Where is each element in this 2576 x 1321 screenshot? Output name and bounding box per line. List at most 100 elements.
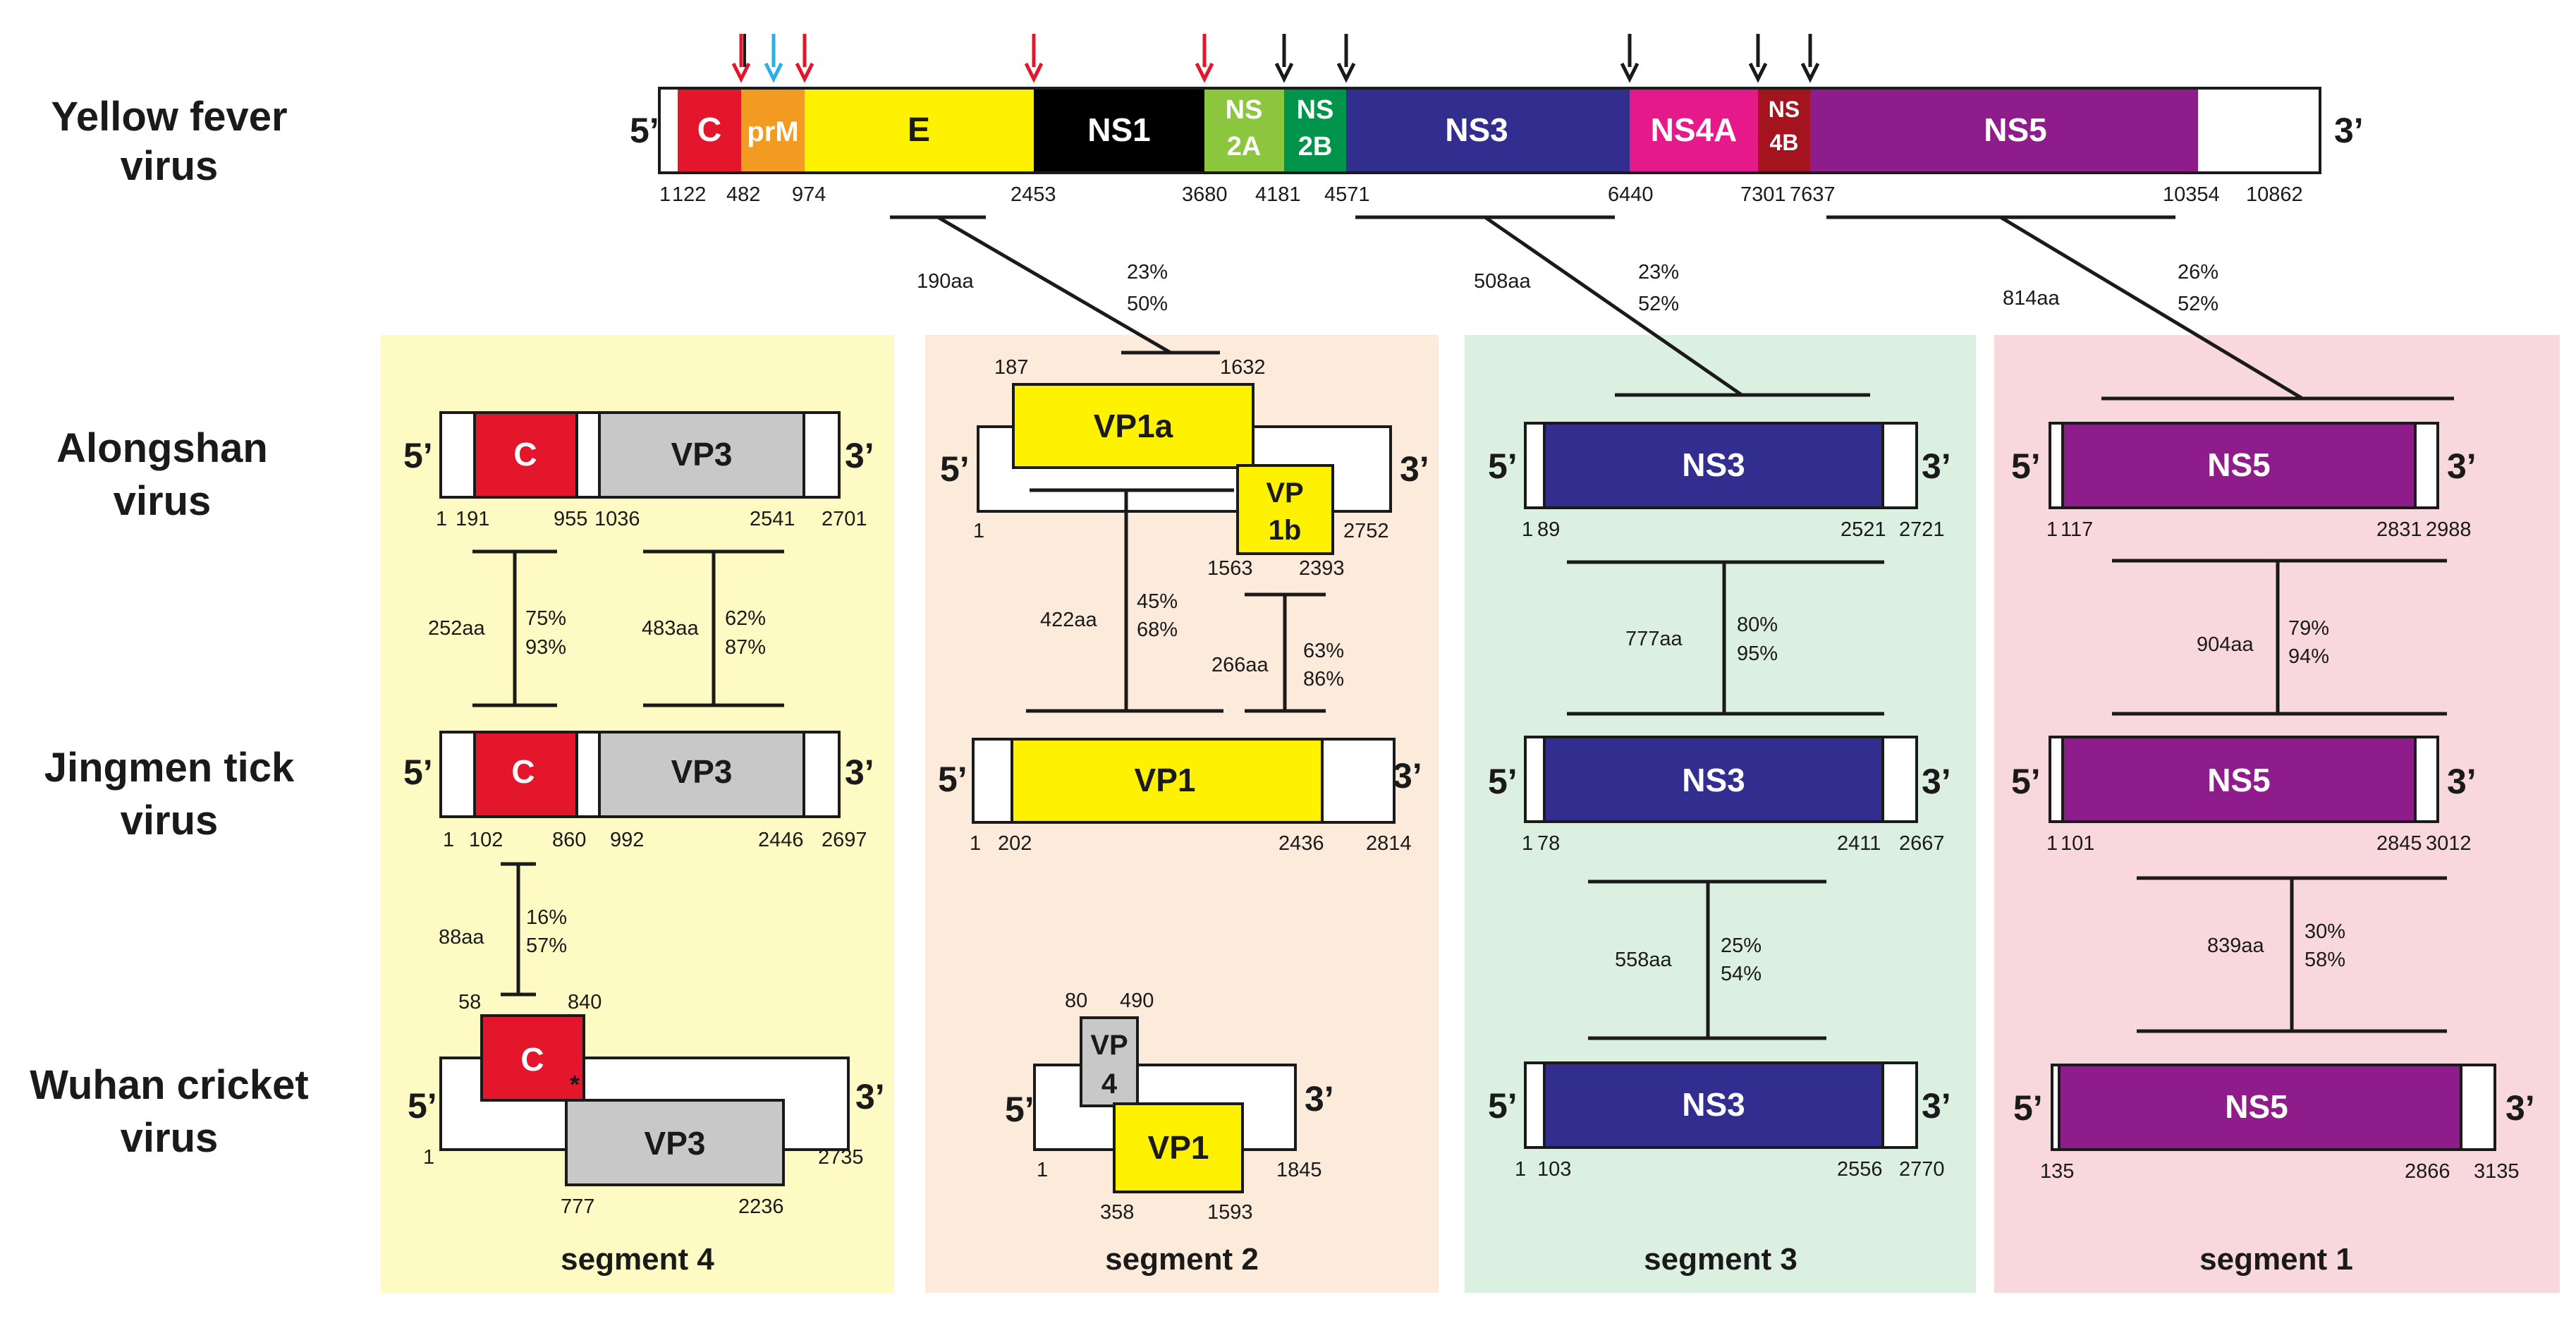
yfv-label-ns2a-l2: 2A — [1227, 132, 1262, 162]
gene-vp1a — [1012, 383, 1255, 469]
pos: 2697 — [822, 829, 867, 851]
comparison-similarity: 68% — [1137, 619, 1178, 641]
pos: 2556 — [1837, 1158, 1883, 1181]
gene-label-ns5: NS5 — [2207, 762, 2270, 798]
yfv-genome: C prM E NS1 NS 2A NS 2B NS3 NS4A NS 4B N… — [630, 34, 2364, 206]
three-prime: 3’ — [1393, 756, 1422, 796]
comparison-similarity: 57% — [526, 935, 567, 957]
pos: 860 — [552, 829, 586, 851]
pos: 2393 — [1299, 557, 1345, 580]
alongshan-seg4: C VP3 5’ 3’ 1 191 955 1036 2541 2701 — [403, 411, 874, 530]
pos: 2770 — [1899, 1158, 1945, 1181]
comparison-aa: 558aa — [1615, 949, 1673, 971]
yfv-label-e: E — [908, 111, 930, 149]
jingmen-seg1: NS5 5’ 3’ 1 101 2845 3012 — [2011, 736, 2477, 855]
yfv-label-ns4b-l2: 4B — [1770, 130, 1799, 155]
yfv-gene-ns1 — [1034, 88, 1204, 173]
gene-label-ns3: NS3 — [1682, 762, 1745, 798]
yfv-label-ns4b-l1: NS — [1769, 97, 1800, 122]
pos: 1632 — [1220, 356, 1266, 379]
pos: 1593 — [1207, 1201, 1253, 1224]
yfv-pos: 3680 — [1182, 183, 1228, 206]
pos: 2667 — [1899, 832, 1945, 855]
gene-vp1 — [1011, 738, 1324, 824]
yfv-label-ns4a: NS4A — [1651, 111, 1738, 148]
gene-vp1b — [1236, 464, 1334, 555]
yfv-pos: 1 — [659, 183, 671, 206]
yfv-gene-ns3 — [1346, 88, 1630, 173]
pos: 2866 — [2405, 1160, 2450, 1183]
gene-label-ns3: NS3 — [1682, 1086, 1745, 1123]
pos: 2831 — [2376, 518, 2422, 541]
gene-ns5 — [2061, 422, 2417, 509]
yfv-label-ns2a-l1: NS — [1226, 95, 1263, 125]
star-marker: * — [570, 1070, 580, 1099]
pos: 2446 — [758, 829, 804, 851]
yfv-label-c: C — [697, 111, 722, 149]
yfv-label-ns2b-l2: 2B — [1298, 132, 1333, 162]
comparison-similarity: 86% — [1303, 668, 1344, 690]
pos: 1845 — [1276, 1159, 1322, 1181]
pos: 2735 — [818, 1146, 864, 1169]
comparison-identity: 16% — [526, 906, 567, 929]
virus-name-jingmen-line2: virus — [121, 798, 219, 844]
gene-label-vp1: VP1 — [1148, 1129, 1209, 1166]
wuhan-seg2: VP 4 VP1 5’ 3’ 80 490 1 1845 358 1593 — [1005, 990, 1334, 1224]
yfv-gene-ns5 — [1810, 88, 2198, 173]
yfv-pos: 482 — [726, 183, 760, 206]
yfv-comparison-connectors: 190aa 23% 50% 508aa 23% 52% 814aa 26% 52… — [890, 215, 2454, 401]
segment-3-column: NS3 5’ 3’ 1 89 2521 2721 777aa 80% 95% N… — [1488, 422, 1951, 1277]
connector-seg4-a: 252aa 75% 93% 483aa 62% 87% — [428, 549, 784, 707]
arrow-down-icon — [731, 34, 751, 83]
virus-name-wuhan-line2: virus — [121, 1115, 219, 1161]
comparison-identity: 23% — [1638, 261, 1679, 284]
segment-label: segment 2 — [1105, 1242, 1259, 1277]
arrow-down-icon — [795, 34, 814, 83]
comparison-identity: 30% — [2305, 920, 2345, 943]
five-prime: 5’ — [940, 449, 970, 489]
yfv-pos: 122 — [672, 183, 706, 206]
five-prime: 5’ — [1488, 1086, 1518, 1126]
connector-seg2: 422aa 45% 68% 266aa 63% 86% — [1026, 490, 1344, 713]
pos: 191 — [456, 508, 489, 530]
comparison-aa: 814aa — [2003, 287, 2061, 310]
comparison-aa: 266aa — [1211, 654, 1269, 676]
yfv-gene-ns2a — [1204, 88, 1284, 173]
jingmen-seg3: NS3 5’ 3’ 1 78 2411 2667 — [1488, 736, 1951, 855]
comparison-identity: 25% — [1721, 935, 1762, 957]
gene-vp4 — [1080, 1016, 1139, 1107]
pos: 2845 — [2376, 832, 2422, 855]
pos: 202 — [998, 832, 1032, 855]
pos: 102 — [469, 829, 503, 851]
alongshan-seg3: NS3 5’ 3’ 1 89 2521 2721 — [1488, 422, 1951, 541]
pos: 2436 — [1278, 832, 1324, 855]
virus-name-yfv-line1: Yellow fever — [51, 94, 287, 140]
comparison-identity: 26% — [2178, 261, 2218, 284]
comparison-aa: 777aa — [1625, 628, 1683, 650]
comparison-identity: 62% — [725, 607, 766, 630]
pos: 2521 — [1841, 518, 1886, 541]
comparison-similarity: 52% — [2178, 293, 2218, 315]
arrow-down-icon — [1620, 34, 1640, 83]
comparison-identity: 80% — [1737, 614, 1778, 636]
five-prime: 5’ — [1488, 446, 1518, 486]
yfv-label-ns5: NS5 — [1984, 111, 2046, 148]
pos: 2721 — [1899, 518, 1945, 541]
yfv-pos: 4571 — [1324, 183, 1370, 206]
five-prime: 5’ — [2013, 1088, 2043, 1128]
gene-label-ns3: NS3 — [1682, 446, 1745, 483]
five-prime: 5’ — [2011, 446, 2041, 486]
yfv-label-ns2b-l1: NS — [1297, 95, 1334, 125]
alongshan-seg1: NS5 5’ 3’ 1 117 2831 2988 — [2011, 422, 2477, 541]
gene-label-vp4-l1: VP — [1090, 1030, 1128, 1061]
gene-ns5 — [2061, 736, 2417, 823]
yfv-gene-ns2b — [1284, 88, 1346, 173]
gene-ns3 — [1543, 736, 1884, 823]
jingmen-seg4: C VP3 5’ 3’ 1 102 860 992 2446 2697 — [403, 731, 874, 851]
comparison-aa: 252aa — [428, 617, 486, 640]
virus-name-alongshan-line2: virus — [114, 478, 212, 524]
comparison-similarity: 52% — [1638, 293, 1679, 315]
gene-label-vp1b-l2: 1b — [1269, 515, 1302, 546]
yfv-pos: 10862 — [2246, 183, 2303, 206]
yfv-positions: 1 122 482 974 2453 3680 4181 4571 6440 7… — [659, 183, 2303, 206]
